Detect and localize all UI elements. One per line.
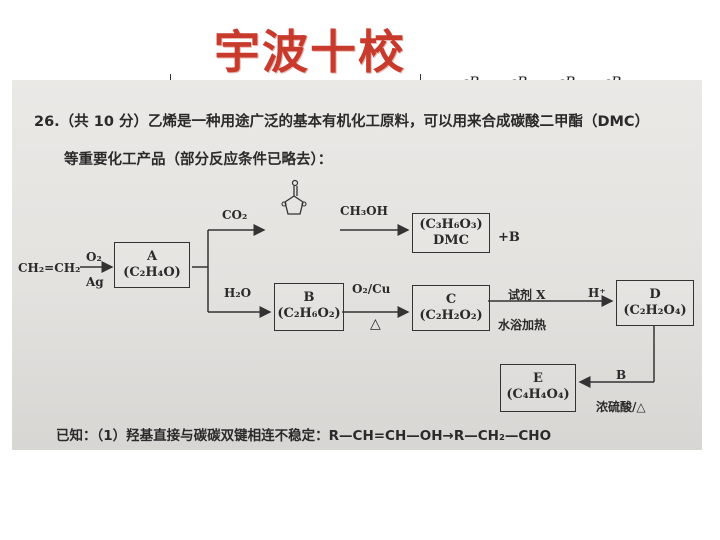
acid-label: 浓硫酸/△	[596, 400, 646, 414]
compound-e-box: E (C₄H₄O₄)	[500, 364, 576, 412]
compound-a-name: A	[146, 249, 158, 264]
compound-b-formula: (C₂H₆O₂)	[277, 306, 341, 321]
compound-e-name: E	[533, 371, 543, 386]
b-reagent-label: B	[616, 368, 627, 382]
known-condition: 已知：（1）羟基直接与碳碳双键相连不稳定：R—CH=CH—OH→R—CH₂—CH…	[56, 428, 552, 444]
compound-d-formula: (C₂H₂O₄)	[623, 303, 687, 318]
ag-label: Ag	[86, 275, 104, 289]
compound-b-box: B (C₂H₆O₂)	[274, 283, 344, 331]
question-line-1: 26.（共 10 分）乙烯是一种用途广泛的基本有机化工原料，可以用来合成碳酸二甲…	[34, 114, 650, 130]
o2-label: O₂	[86, 250, 102, 264]
dmc-box: (C₃H₆O₃) DMC	[412, 213, 490, 253]
h-plus-label: H⁺	[588, 286, 606, 300]
heat-symbol: △	[370, 316, 381, 332]
compound-b-name: B	[303, 290, 315, 305]
compound-a-formula: (C₂H₄O)	[123, 265, 181, 280]
question-photo: 26.（共 10 分）乙烯是一种用途广泛的基本有机化工原料，可以用来合成碳酸二甲…	[12, 80, 702, 450]
question-line-2: 等重要化工产品（部分反应条件已略去）：	[64, 152, 333, 168]
compound-c-formula: (C₂H₂O₂)	[419, 308, 483, 323]
dmc-formula: (C₃H₆O₃)	[419, 217, 483, 232]
ethylene-label: CH₂=CH₂	[18, 261, 81, 275]
reagent-x-label: 试剂 X	[508, 288, 546, 302]
compound-a-box: A (C₂H₄O)	[114, 242, 190, 288]
water-label: H₂O	[224, 286, 252, 300]
compound-d-name: D	[649, 287, 661, 302]
compound-c-name: C	[445, 292, 457, 307]
compound-d-box: D (C₂H₂O₄)	[616, 280, 694, 326]
co2-label: CO₂	[222, 208, 248, 222]
methanol-label: CH₃OH	[340, 204, 388, 218]
plus-b-label: +B	[498, 230, 520, 245]
water-bath-label: 水浴加热	[498, 318, 547, 332]
o2-cu-label: O₂/Cu	[352, 282, 391, 296]
slide-title: 宇波十校	[214, 25, 406, 79]
compound-e-formula: (C₄H₄O₄)	[506, 387, 570, 402]
reaction-arrows	[80, 179, 655, 388]
dmc-name: DMC	[432, 233, 469, 248]
compound-c-box: C (C₂H₂O₂)	[412, 285, 490, 331]
